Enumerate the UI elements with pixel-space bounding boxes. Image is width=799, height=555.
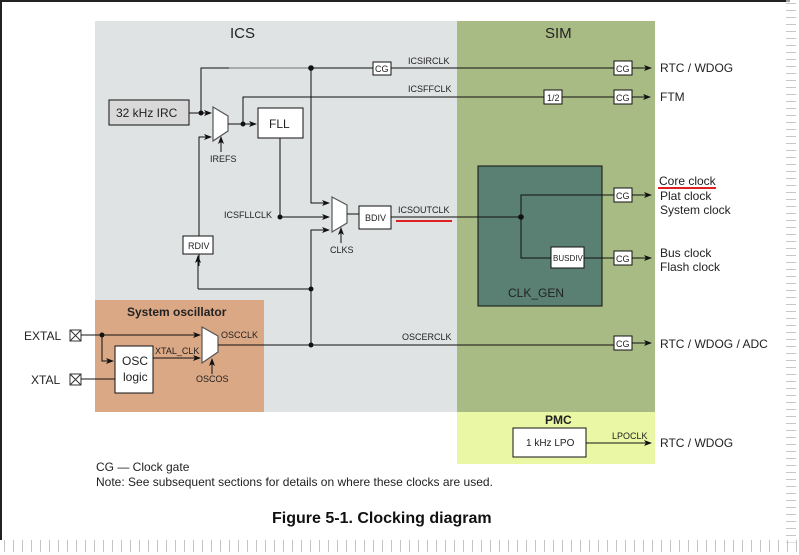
usage-note: Note: See subsequent sections for detail… — [96, 475, 493, 489]
icsirclk-label: ICSIRCLK — [408, 56, 450, 66]
torn-edge-right — [786, 0, 796, 545]
pmc-label: PMC — [545, 413, 572, 427]
output-system-clock: System clock — [660, 203, 732, 217]
to-busdiv-wire — [520, 217, 551, 259]
output-rtc-wdog-adc: RTC / WDOG / ADC — [660, 337, 768, 351]
output-ftm: FTM — [660, 90, 685, 104]
icsoutclk-label: ICSOUTCLK — [398, 205, 450, 215]
cg-ics-label: CG — [375, 64, 389, 74]
oscos-mux — [201, 325, 219, 365]
cg-rtc-label: CG — [616, 64, 630, 74]
irefs-mux — [212, 105, 229, 143]
extal-pin-cross — [69, 329, 82, 342]
page-frame — [0, 0, 790, 540]
clk-gen-region — [477, 165, 603, 307]
cg-bus-label: CG — [616, 254, 630, 264]
junction-dot — [308, 286, 314, 292]
clk-gen-label: CLK_GEN — [508, 286, 564, 300]
cg-osc-label: CG — [616, 339, 630, 349]
half-divider-label: 1/2 — [547, 93, 560, 103]
clks-mux — [331, 196, 348, 234]
cg-legend: CG — Clock gate — [96, 460, 190, 474]
rdiv-block — [182, 235, 214, 255]
xtal-label: XTAL — [31, 373, 60, 387]
output-rtc-wdog-1: RTC / WDOG — [660, 61, 733, 75]
irclk-to-clks-wire — [310, 68, 330, 206]
output-flash-clock: Flash clock — [660, 260, 721, 274]
fll-block — [257, 107, 304, 139]
rdiv-label: RDIV — [188, 241, 210, 251]
oscclk-to-clks-wire — [310, 227, 330, 345]
system-oscillator-label: System oscillator — [127, 305, 227, 319]
sim-label: SIM — [545, 25, 572, 42]
junction-dot — [308, 342, 314, 348]
xtal-pin-cross — [69, 373, 82, 386]
clks-label: CLKS — [330, 245, 354, 255]
core-clk-wire — [520, 194, 614, 217]
rdiv-feedback-wire — [198, 134, 212, 266]
bdiv-label: BDIV — [365, 213, 386, 223]
cg-core-label: CG — [616, 191, 630, 201]
irc-label: 32 kHz IRC — [116, 106, 178, 120]
osc-logic-block — [114, 345, 154, 394]
output-plat-clock: Plat clock — [660, 189, 712, 203]
icsfllclk-label: ICSFLLCLK — [224, 210, 272, 220]
oscos-label: OSCOS — [196, 374, 229, 384]
half-divider-block — [543, 89, 563, 105]
fll-label: FLL — [269, 117, 290, 131]
osc-logic-label-2: logic — [123, 370, 148, 384]
output-bus-clock: Bus clock — [660, 246, 712, 260]
output-rtc-wdog-2: RTC / WDOG — [660, 436, 733, 450]
lpo-label: 1 kHz LPO — [526, 438, 575, 449]
osc-logic-label-1: OSC — [122, 354, 148, 368]
torn-edge-bottom — [0, 540, 799, 552]
icsffclk-label: ICSFFCLK — [408, 84, 452, 94]
oscclk-label: OSCCLK — [221, 330, 258, 340]
figure-caption: Figure 5-1. Clocking diagram — [272, 510, 492, 527]
extal-label: EXTAL — [24, 329, 61, 343]
ics-label: ICS — [230, 25, 255, 42]
extal-to-osc-wire — [101, 335, 114, 364]
oscerclk-label: OSCERCLK — [402, 332, 452, 342]
busdiv-label: BUSDIV — [553, 254, 583, 263]
lpoclk-label: LPOCLK — [612, 431, 648, 441]
irefs-label: IREFS — [210, 154, 237, 164]
output-core-clock: Core clock — [659, 174, 717, 188]
lpo-block — [512, 427, 587, 458]
cg-ftm-label: CG — [616, 93, 630, 103]
irc-block — [108, 99, 190, 126]
icsffclk-wire — [242, 94, 651, 124]
xtal-clk-label: XTAL_CLK — [155, 346, 199, 356]
cg-ftm-block — [613, 89, 633, 105]
